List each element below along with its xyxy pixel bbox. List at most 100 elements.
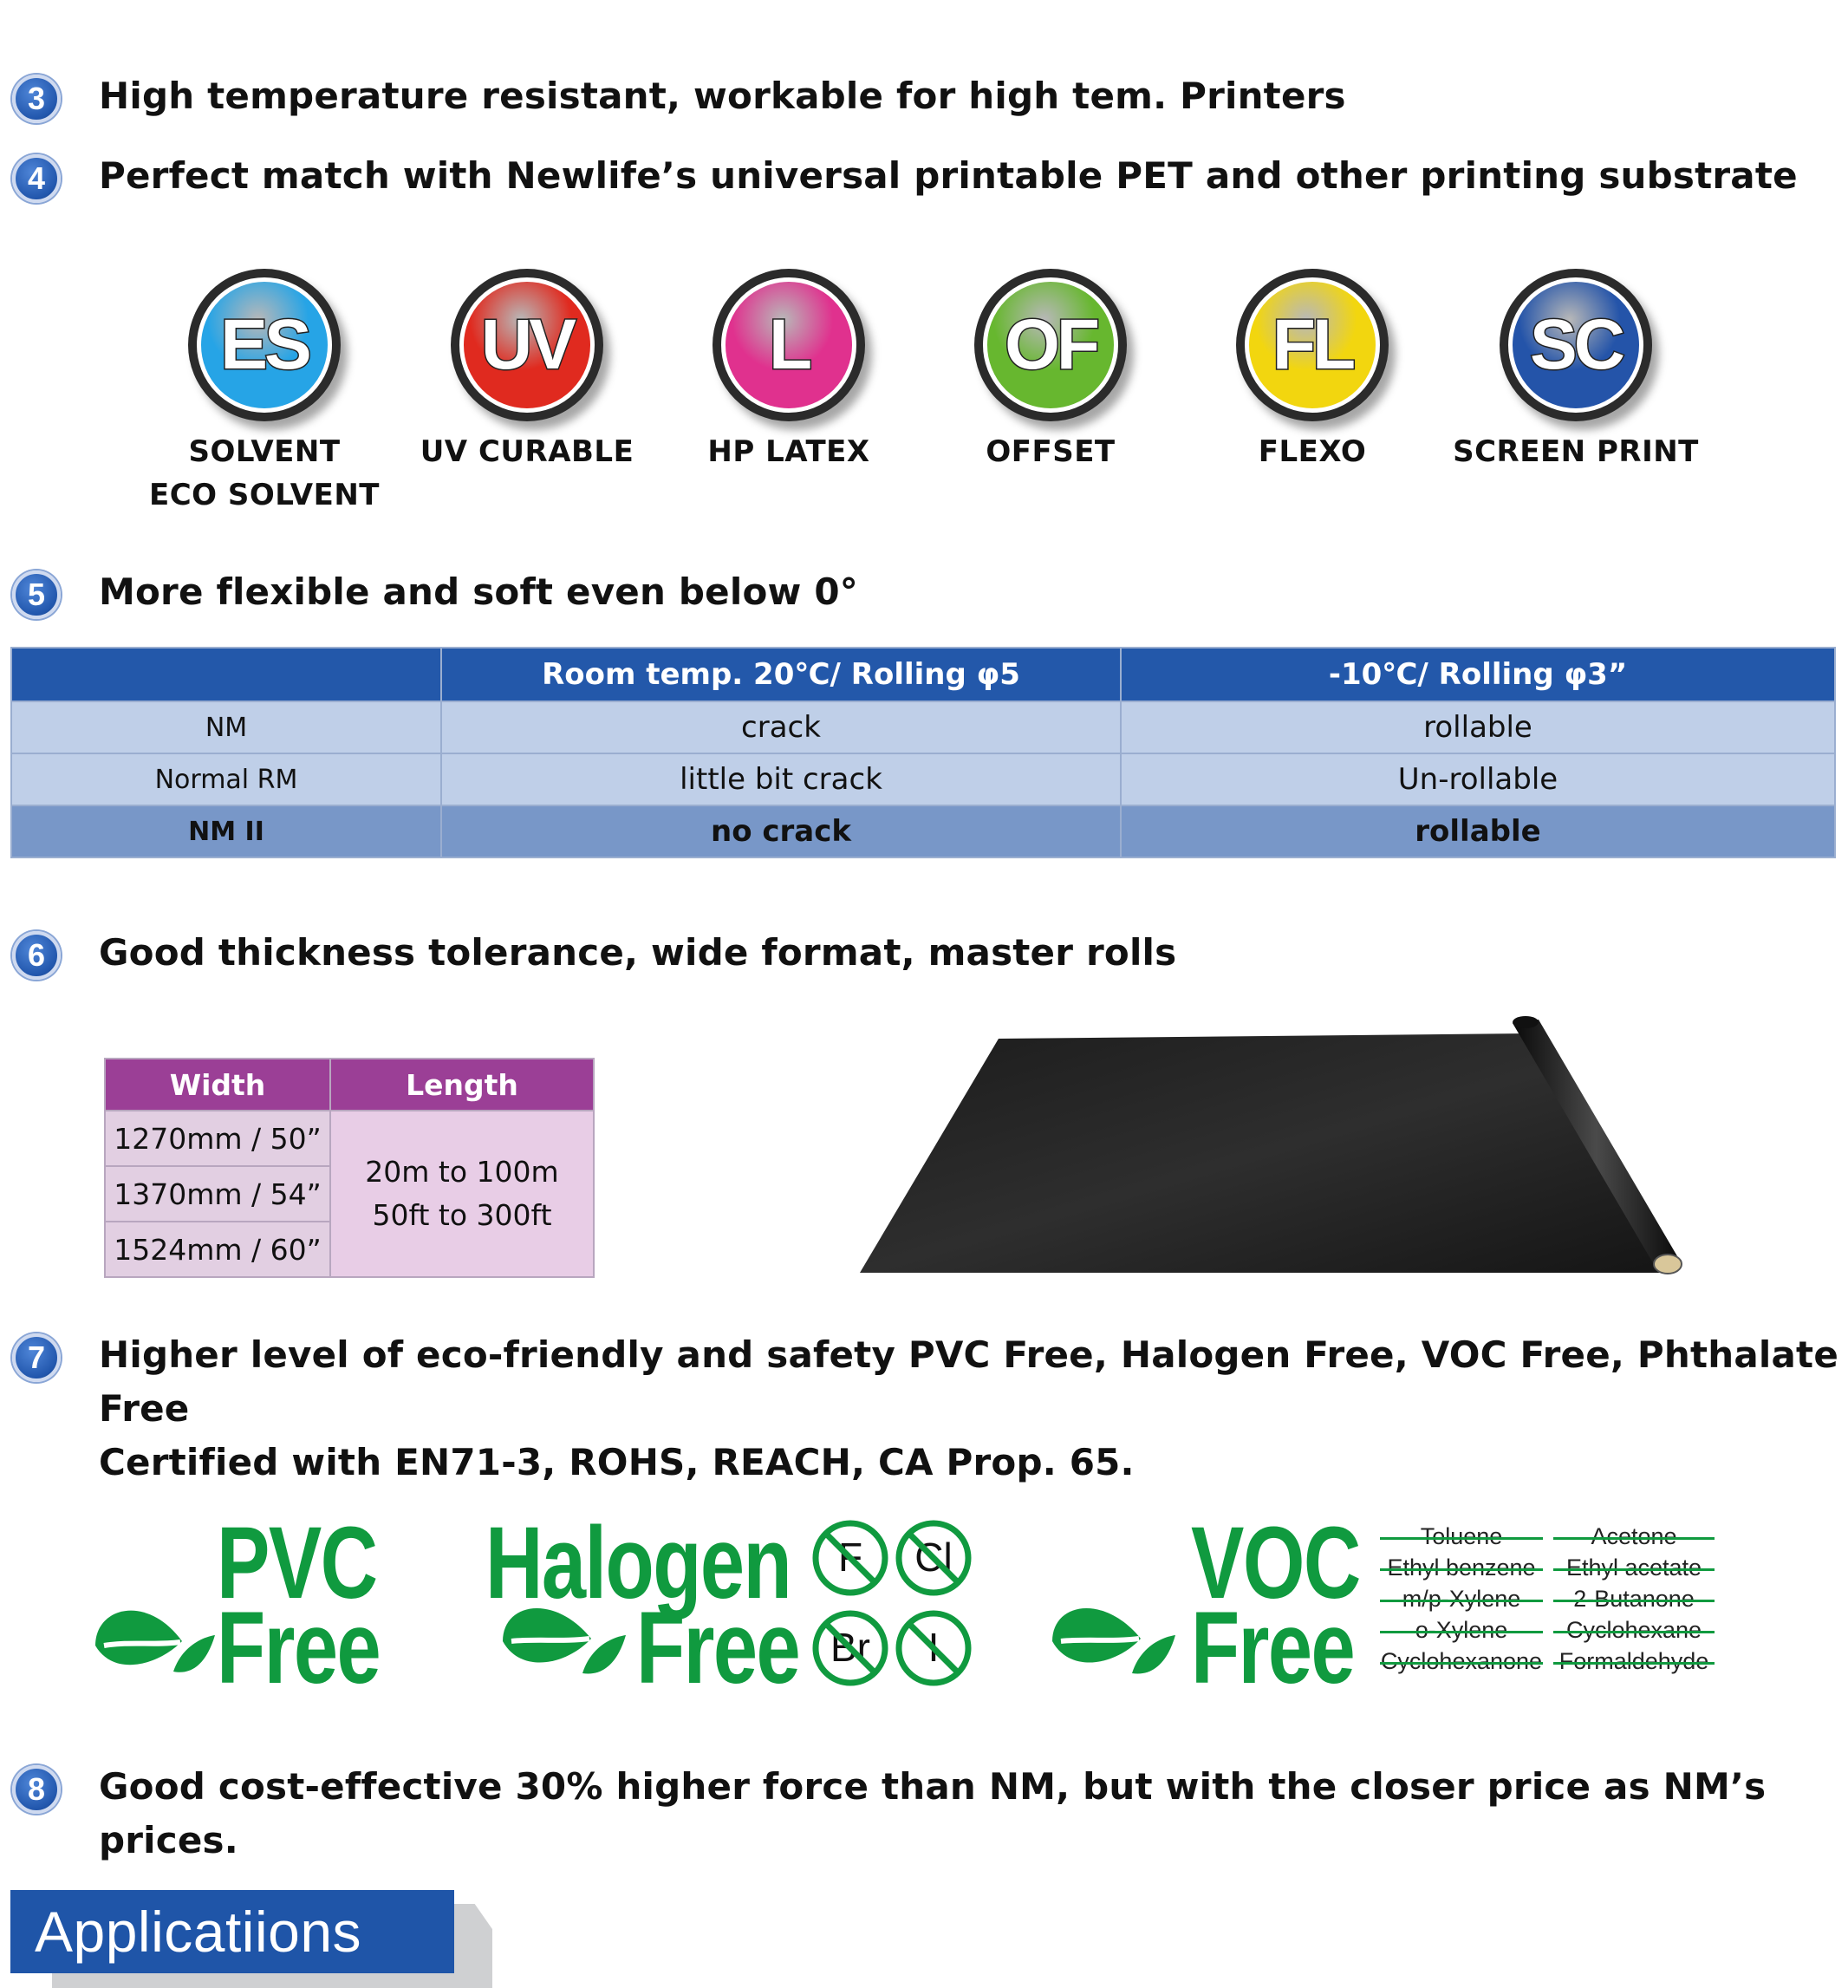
feature-line-1: Higher level of eco-friendly and safety … (99, 1333, 1839, 1430)
badge-abbr: FL (1271, 304, 1357, 386)
feature-text: More flexible and soft even below 0° (99, 570, 858, 613)
length-imperial: 50ft to 300ft (372, 1198, 552, 1232)
table-row: NM crack rollable (10, 701, 1836, 754)
voc-item: Ethyl benzene (1380, 1552, 1543, 1583)
print-method-solvent: ES SOLVENT ECO SOLVENT (134, 269, 394, 517)
feature-6: 6 Good thickness tolerance, wide format,… (12, 926, 1176, 980)
table-cell: Normal RM (10, 753, 442, 806)
table-header: Room temp. 20℃/ Rolling φ5 (440, 647, 1122, 702)
table-cell: rollable (1120, 701, 1836, 754)
feature-number-badge: 6 (12, 931, 61, 980)
badge-face: SC (1508, 277, 1643, 413)
badge-face: ES (197, 277, 332, 413)
voc-list-2: Acetone Ethyl acetate 2-Butanone Cyclohe… (1553, 1521, 1715, 1677)
print-method-offset: OF OFFSET (921, 269, 1181, 473)
no-i-icon: I (895, 1610, 972, 1686)
print-method-label-2: ECO SOLVENT (149, 478, 380, 512)
print-method-hp-latex: L HP LATEX (659, 269, 919, 473)
feature-number-badge: 5 (12, 570, 61, 619)
size-table: Width Length 1270mm / 50” 20m to 100m 50… (104, 1058, 595, 1278)
voc-item: o-Xylene (1380, 1614, 1543, 1646)
width-cell: 1524mm / 60” (104, 1221, 331, 1278)
table-header: Length (329, 1058, 595, 1111)
print-method-label: FLEXO (1258, 434, 1367, 469)
no-br-icon: Br (812, 1610, 888, 1686)
screen-badge-icon: SC (1500, 269, 1652, 421)
table-cell: rollable (1120, 805, 1836, 858)
table-row: 1370mm / 54” (104, 1165, 594, 1222)
badge-face: OF (983, 277, 1118, 413)
feature-number-badge: 7 (12, 1333, 61, 1382)
table-cell: NM (10, 701, 442, 754)
table-cell: Un-rollable (1120, 753, 1836, 806)
table-cell: no crack (440, 805, 1122, 858)
feature-3: 3 High temperature resistant, workable f… (12, 69, 1346, 123)
applications-title: Applicatiions (35, 1900, 362, 1964)
print-method-uv-curable: UV UV CURABLE (397, 269, 657, 473)
table-row: Normal RM little bit crack Un-rollable (10, 753, 1836, 806)
voc-free-text: Free (1191, 1591, 1356, 1705)
latex-badge-icon: L (713, 269, 865, 421)
width-cell: 1370mm / 54” (104, 1165, 331, 1222)
voc-item: Acetone (1553, 1521, 1715, 1552)
es-badge-icon: ES (188, 269, 341, 421)
feature-8: 8 Good cost-effective 30% higher force t… (12, 1760, 1848, 1867)
voc-item: Cyclohexanone (1380, 1646, 1543, 1677)
flexo-badge-icon: FL (1236, 269, 1389, 421)
table-row: NM II no crack rollable (10, 805, 1836, 858)
feature-text: Good thickness tolerance, wide format, m… (99, 931, 1177, 974)
feature-text: Higher level of eco-friendly and safety … (99, 1328, 1848, 1489)
feature-7: 7 Higher level of eco-friendly and safet… (12, 1328, 1848, 1489)
flexibility-table: Room temp. 20℃/ Rolling φ5 -10℃/ Rolling… (10, 647, 1836, 858)
badge-abbr: L (767, 304, 813, 386)
halogen-free-text: Free (636, 1591, 801, 1705)
feature-text: High temperature resistant, workable for… (99, 75, 1346, 117)
voc-item: Toluene (1380, 1521, 1543, 1552)
feature-line-2: Certified with EN71-3, ROHS, REACH, CA P… (99, 1441, 1135, 1483)
badge-face: FL (1245, 277, 1380, 413)
voc-item: 2-Butanone (1553, 1583, 1715, 1614)
feature-number-badge: 3 (12, 75, 61, 123)
badge-abbr: OF (1004, 304, 1102, 386)
print-method-label: SCREEN PRINT (1453, 434, 1699, 469)
table-row: 1524mm / 60” (104, 1221, 594, 1278)
pvc-text: PVC (217, 1506, 378, 1620)
table-header: Width (104, 1058, 331, 1111)
feature-text: Perfect match with Newlife’s universal p… (99, 154, 1798, 197)
badge-face: L (721, 277, 856, 413)
offset-badge-icon: OF (974, 269, 1127, 421)
print-method-screen-print: SC SCREEN PRINT (1446, 269, 1706, 473)
leaf-icon (95, 1610, 215, 1672)
print-method-flexo: FL FLEXO (1182, 269, 1442, 473)
pvc-free-text: Free (217, 1591, 381, 1705)
voc-item: Ethyl acetate (1553, 1552, 1715, 1583)
print-method-label: HP LATEX (707, 434, 870, 469)
leaf-icon (503, 1607, 626, 1674)
voc-item: Cyclohexane (1553, 1614, 1715, 1646)
applications-banner (10, 1890, 454, 1973)
length-metric: 20m to 100m (365, 1155, 559, 1189)
print-method-label: OFFSET (986, 434, 1116, 469)
voc-text: VOC (1191, 1506, 1361, 1620)
badge-abbr: UV (480, 304, 578, 386)
print-method-label: UV CURABLE (420, 434, 634, 469)
table-cell: crack (440, 701, 1122, 754)
badge-abbr: ES (219, 304, 313, 386)
leaf-icon (1052, 1607, 1175, 1674)
no-cl-icon: Cl (895, 1520, 972, 1596)
badge-face: UV (459, 277, 595, 413)
voc-list-1: Toluene Ethyl benzene m/p-Xylene o-Xylen… (1380, 1521, 1543, 1677)
table-header: -10℃/ Rolling φ3” (1120, 647, 1836, 702)
print-method-label: SOLVENT (188, 434, 341, 469)
film-roll-image (860, 1016, 1682, 1274)
table-cell: NM II (10, 805, 442, 858)
length-cell: 20m to 100m 50ft to 300ft (329, 1110, 595, 1278)
voc-item: Formaldehyde (1553, 1646, 1715, 1677)
width-cell: 1270mm / 50” (104, 1110, 331, 1167)
feature-number-badge: 8 (12, 1765, 61, 1814)
halogen-text: Halogen (485, 1506, 792, 1620)
table-header (10, 647, 442, 702)
badge-abbr: SC (1529, 304, 1627, 386)
uv-badge-icon: UV (451, 269, 603, 421)
table-cell: little bit crack (440, 753, 1122, 806)
